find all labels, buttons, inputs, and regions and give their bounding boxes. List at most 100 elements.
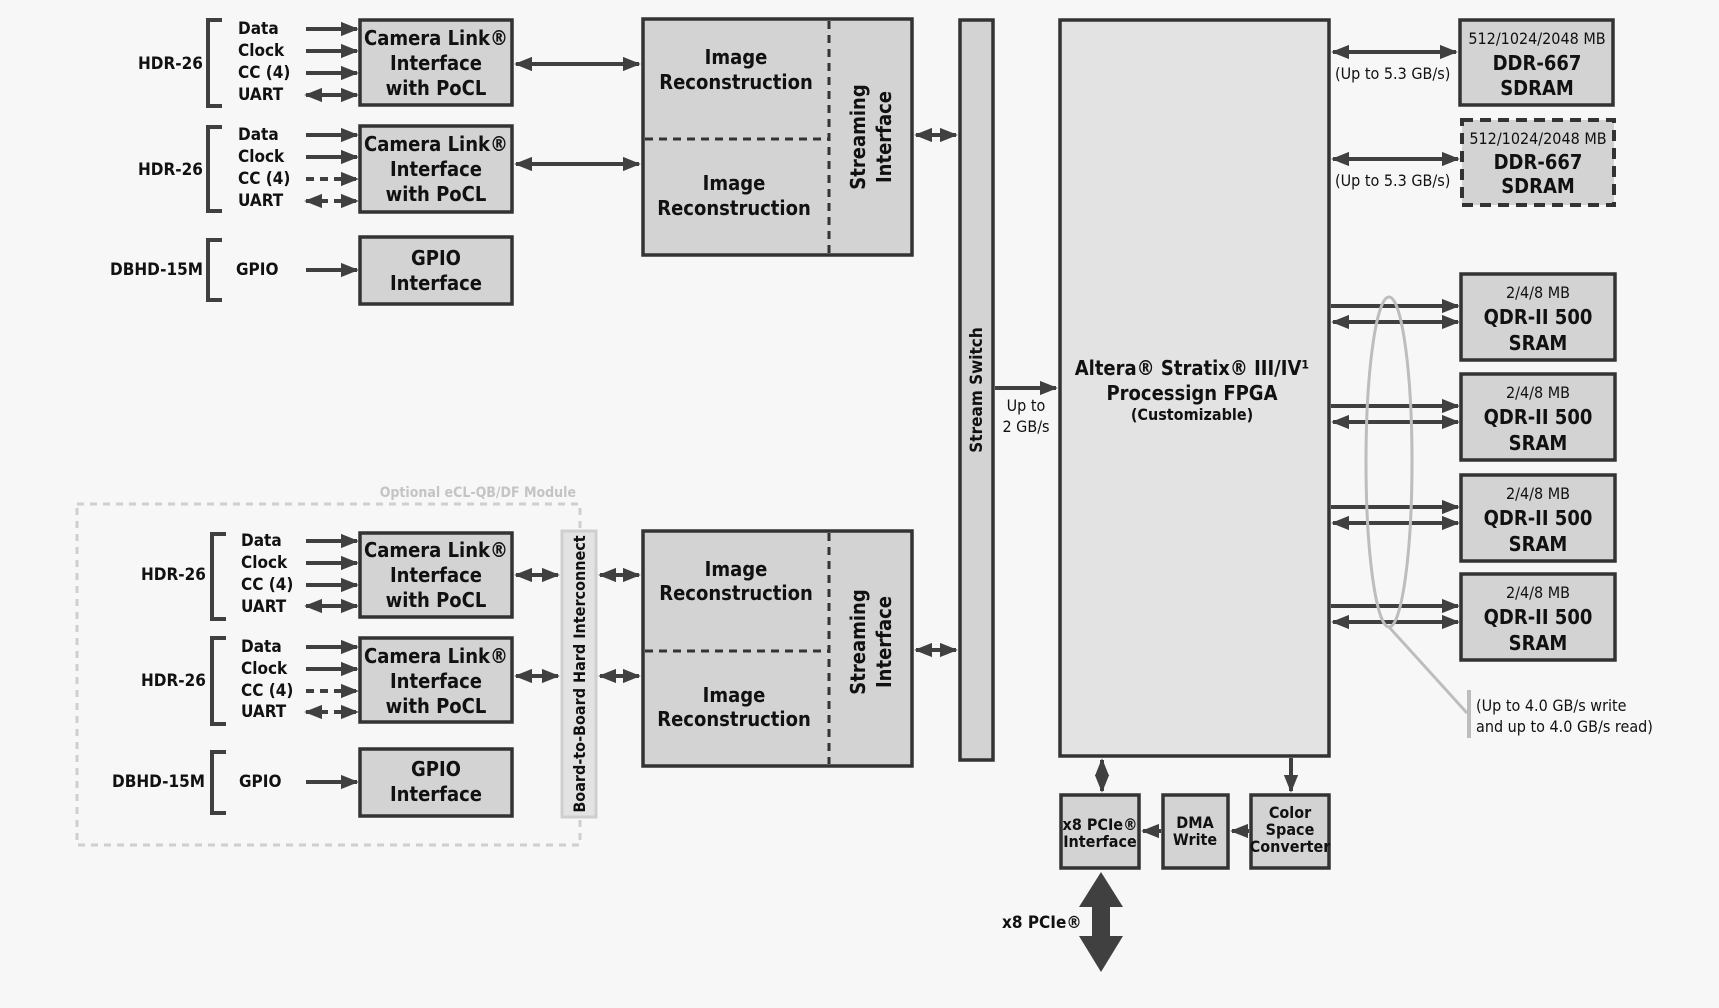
qdr-note-line: (Up to 4.0 GB/s write (1476, 696, 1627, 715)
ddr-sdram-box (1458, 18, 1615, 107)
image-reconstruction-label: Image (703, 171, 766, 195)
camera-link-interface-box (358, 636, 514, 724)
image-reconstruction-label: Image (705, 557, 768, 581)
optional-module: Optional eCL-QB/DF Module HDR-26 Data Cl… (75, 485, 641, 847)
optional-module-outline (75, 502, 582, 847)
ddr-bandwidth: (Up to 5.3 GB/s) (1335, 171, 1450, 190)
dma-write-box (1161, 793, 1230, 870)
signal-label: CC (4) (238, 169, 290, 189)
qdr-size: 2/4/8 MB (1506, 283, 1570, 302)
signal-label: UART (238, 85, 284, 105)
qdr-kind: SRAM (1509, 532, 1568, 556)
qdr-kind: SRAM (1509, 331, 1568, 355)
image-reconstruction-block (641, 17, 914, 257)
box-line: Camera Link® (364, 644, 508, 668)
ddr-kind: SDRAM (1501, 174, 1575, 198)
stream-switch-bar (958, 18, 995, 762)
box-line: Camera Link® (364, 132, 508, 156)
signal-label: CC (4) (238, 63, 290, 83)
connector-label: DBHD-15M (110, 260, 203, 280)
box-line: Interface (1063, 832, 1137, 851)
signal-label: Data (238, 125, 279, 145)
qdr-size: 2/4/8 MB (1506, 583, 1570, 602)
qdr-type: QDR-II 500 (1484, 605, 1593, 629)
top-connector-group: HDR-26 Data Clock CC (4) UART Camera Lin… (110, 17, 958, 306)
qdr-sram-box (1459, 272, 1617, 362)
bracket (210, 636, 226, 726)
image-reconstruction-block (641, 529, 914, 768)
ddr-bandwidth: (Up to 5.3 GB/s) (1335, 64, 1450, 83)
connector-label: HDR-26 (138, 54, 203, 74)
bracket (210, 532, 226, 621)
image-reconstruction-label: Image (705, 45, 768, 69)
box-line: Write (1173, 830, 1218, 849)
ddr-size: 512/1024/2048 MB (1468, 29, 1605, 48)
bracket (206, 125, 222, 213)
box-line: Interface (390, 157, 482, 181)
stream-switch: Stream Switch Up to 2 GB/s (958, 18, 1058, 762)
bandwidth-label: 2 GB/s (1002, 417, 1049, 436)
box-line: Interface (390, 669, 482, 693)
bandwidth-label: Up to (1007, 396, 1046, 415)
signal-label: CC (4) (241, 575, 293, 595)
board-to-board-interconnect (560, 529, 598, 819)
box-line: Interface (390, 563, 482, 587)
fpga-box (1058, 18, 1331, 758)
bottom-image-block: Image Reconstruction Image Reconstructio… (641, 529, 958, 768)
qdr-size: 2/4/8 MB (1506, 383, 1570, 402)
image-reconstruction-label: Reconstruction (657, 196, 811, 220)
pcie-interface-box (1059, 793, 1141, 870)
fpga-note: (Customizable) (1131, 405, 1253, 424)
pcie-path: x8 PCIe® Interface DMA Write Color Space… (1002, 758, 1331, 972)
bracket (210, 750, 226, 815)
qdr-kind: SRAM (1509, 631, 1568, 655)
image-reconstruction-label: Reconstruction (659, 70, 813, 94)
gpio-interface-box (358, 235, 514, 306)
signal-label: Data (241, 637, 282, 657)
signal-label: UART (241, 597, 287, 617)
image-reconstruction-label: Image (703, 683, 766, 707)
signal-label: CC (4) (241, 681, 293, 701)
box-line: DMA (1176, 813, 1214, 832)
ddr-type: DDR-667 (1494, 150, 1583, 174)
signal-label: Clock (238, 41, 285, 61)
streaming-interface-label: Interface (872, 91, 896, 183)
ddr-size: 512/1024/2048 MB (1469, 129, 1606, 148)
ddr-type: DDR-667 (1493, 51, 1582, 75)
image-reconstruction-label: Reconstruction (659, 581, 813, 605)
optional-module-label: Optional eCL-QB/DF Module (380, 485, 576, 501)
callout-leader (1387, 625, 1469, 715)
box-line: Color (1269, 803, 1312, 822)
box-line: GPIO (411, 757, 461, 781)
fpga-title: Altera® Stratix® III/IV¹ (1075, 356, 1310, 380)
signal-label: GPIO (236, 260, 278, 280)
qdr-sram-box (1459, 572, 1617, 662)
signal-label: UART (238, 191, 284, 211)
box-line: Space (1266, 820, 1315, 839)
interconnect-label: Board-to-Board Hard Interconnect (570, 535, 589, 812)
box-line: Converter (1250, 837, 1332, 856)
connector-label: HDR-26 (141, 565, 206, 585)
ddr-memory: (Up to 5.3 GB/s) 512/1024/2048 MB DDR-66… (1331, 18, 1616, 207)
box-line: Camera Link® (364, 26, 508, 50)
box-line: Interface (390, 51, 482, 75)
streaming-interface-label: Interface (872, 596, 896, 688)
image-reconstruction-label: Reconstruction (657, 707, 811, 731)
box-line: with PoCL (386, 694, 487, 718)
streaming-interface-label: Streaming (846, 84, 870, 189)
stream-switch-label: Stream Switch (967, 327, 987, 452)
qdr-note-line: and up to 4.0 GB/s read) (1476, 717, 1653, 736)
qdr-size: 2/4/8 MB (1506, 484, 1570, 503)
box-line: Camera Link® (364, 538, 508, 562)
bracket (206, 18, 222, 108)
box-line: with PoCL (386, 76, 487, 100)
qdr-type: QDR-II 500 (1484, 405, 1593, 429)
signal-label: Clock (241, 659, 288, 679)
camera-link-interface-box (358, 531, 514, 619)
connector-label: DBHD-15M (112, 772, 205, 792)
signal-label: Data (238, 19, 279, 39)
qdr-bus-ellipse (1364, 295, 1414, 629)
qdr-bandwidth-callout: (Up to 4.0 GB/s write and up to 4.0 GB/s… (1364, 295, 1653, 738)
qdr-sram-box (1459, 473, 1617, 563)
